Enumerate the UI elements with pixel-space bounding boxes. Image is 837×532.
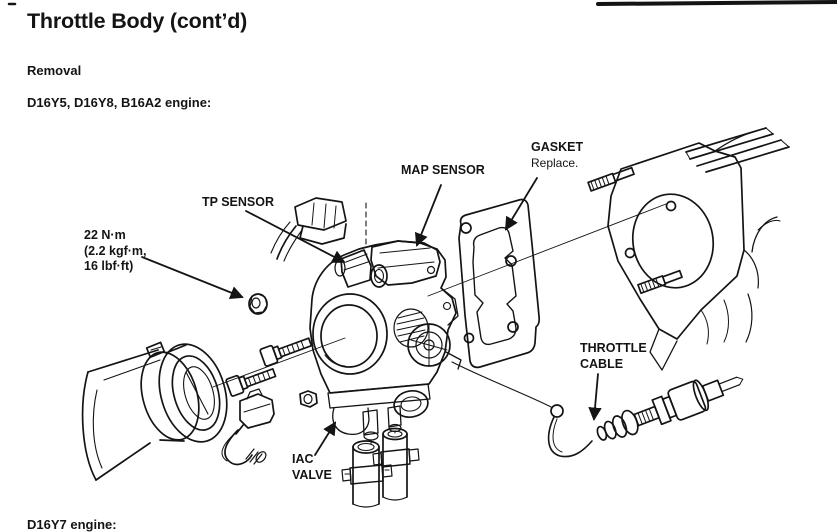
tp-sensor-arrow: [245, 210, 346, 263]
label-throttle-cable: THROTTLE CABLE: [580, 341, 647, 372]
label-gasket-block: GASKET Replace.: [531, 140, 583, 171]
label-iac-valve: IAC VALVE: [292, 452, 332, 483]
iac-valve-line-1: IAC: [292, 452, 314, 466]
assembly-axis-right: [427, 203, 667, 297]
iac-valve-line-2: VALVE: [292, 467, 332, 482]
label-torque-spec: 22 N·m (2.2 kgf·m, 16 lbf·ft): [84, 228, 147, 275]
tp-sensor-connector: [270, 197, 367, 262]
manifold-stud-lower: [637, 269, 683, 295]
label-gasket-note: Replace.: [531, 155, 579, 170]
torque-line-3: 16 lbf·ft): [84, 259, 134, 273]
vacuum-nipples: [362, 405, 402, 445]
label-map-sensor: MAP SENSOR: [401, 163, 485, 177]
label-tp-sensor: TP SENSOR: [202, 195, 275, 209]
air-intake-duct: [81, 341, 228, 481]
cap-nut: [248, 293, 268, 315]
leader-arrows: [141, 177, 602, 456]
gasket-part: [458, 198, 541, 369]
throttle-cable-line-1: THROTTLE: [580, 341, 647, 355]
throttle-cable-line-2: CABLE: [580, 356, 624, 371]
gasket-arrow: [504, 177, 538, 231]
iac-valve-arrow: [314, 421, 337, 456]
throttle-cable-part: [451, 361, 744, 458]
engine-heading: D16Y5, D16Y8, B16A2 engine:: [27, 95, 212, 110]
torque-arrow: [141, 256, 244, 300]
tp-sensor: [334, 249, 372, 288]
throttle-cable-arrow: [588, 373, 602, 422]
torque-line-2: (2.2 kgf·m,: [84, 243, 147, 258]
section-heading: Removal: [27, 63, 82, 78]
hex-plug: [299, 390, 318, 408]
next-engine-heading: D16Y7 engine:: [27, 517, 117, 532]
map-sensor: [370, 240, 441, 288]
manifold-stud-upper: [587, 166, 635, 192]
page-title: Throttle Body (cont’d): [27, 9, 248, 33]
clamp-screw: [145, 341, 166, 359]
iac-connector: [221, 388, 275, 466]
torque-line-1: 22 N·m: [84, 228, 126, 242]
vacuum-hoses: [341, 427, 420, 508]
throttle-cam: [393, 287, 462, 370]
mounting-bolts: [225, 337, 313, 397]
map-sensor-arrow: [414, 184, 442, 247]
label-gasket: GASKET: [531, 140, 584, 154]
intake-manifold: [587, 127, 790, 371]
scan-artifact-line: [596, 0, 837, 6]
